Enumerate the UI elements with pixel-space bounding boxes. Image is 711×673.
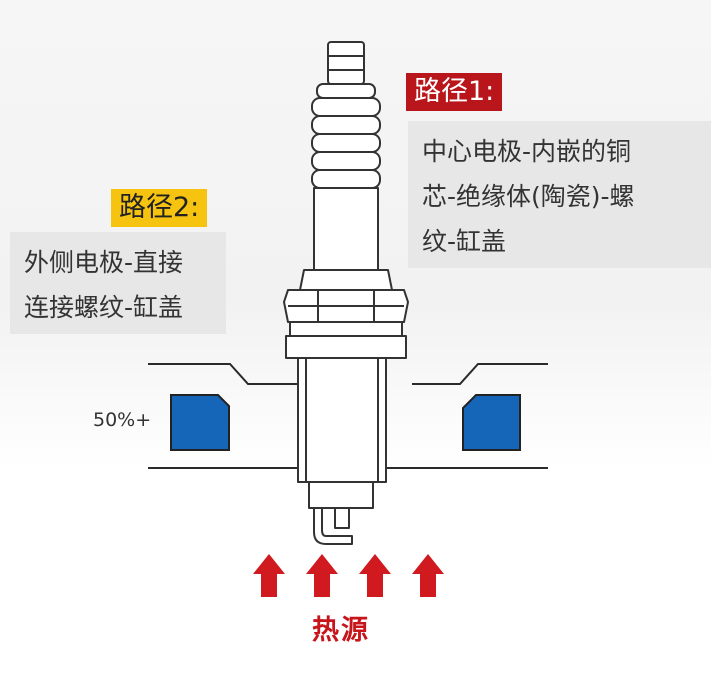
path1-line-2: 芯-绝缘体(陶瓷)-螺 (422, 182, 635, 211)
heat-arrow-2 (306, 554, 338, 597)
percent-label: 50%+ (93, 409, 152, 431)
heat-arrow-1 (253, 554, 285, 597)
path2-line-1: 外侧电极-直接 (24, 248, 184, 277)
path2-line-2: 连接螺纹-缸盖 (24, 293, 184, 322)
left-cooling-channel (170, 394, 230, 451)
heat-arrow-3 (359, 554, 391, 597)
heat-source-label: 热源 (312, 615, 370, 646)
path1-tag: 路径1: (406, 73, 503, 111)
path1-description: 中心电极-内嵌的铜 芯-绝缘体(陶瓷)-螺 纹-缸盖 (408, 121, 711, 268)
path2-description: 外侧电极-直接 连接螺纹-缸盖 (10, 232, 226, 334)
heat-arrow-4 (412, 554, 444, 597)
right-cooling-channel (462, 394, 521, 451)
heat-arrows (253, 554, 444, 597)
path2-tag: 路径2: (111, 189, 208, 227)
cylinder-head-outline (148, 363, 548, 469)
path1-line-3: 纹-缸盖 (422, 227, 507, 256)
spark-plug (283, 41, 409, 545)
path1-line-1: 中心电极-内嵌的铜 (422, 137, 632, 166)
